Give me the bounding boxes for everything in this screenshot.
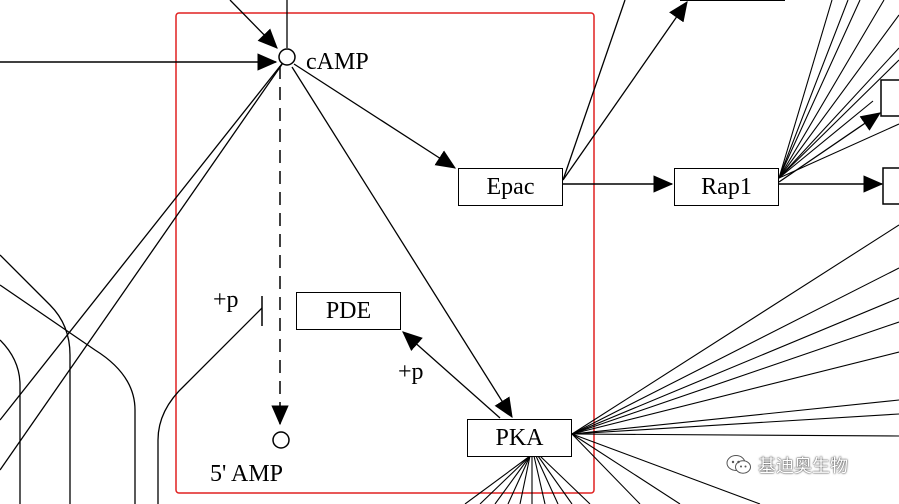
watermark: 基迪奥生物 — [726, 452, 848, 478]
watermark-text: 基迪奥生物 — [758, 456, 848, 477]
left-background-edges — [0, 59, 286, 504]
right-target-box-2[interactable] — [882, 167, 899, 205]
rap1-node[interactable]: Rap1 — [674, 168, 779, 206]
phos-label-pka: +p — [398, 359, 424, 385]
epac-node[interactable]: Epac — [458, 168, 563, 206]
edge-epac-up-arrow — [562, 0, 688, 181]
highlight-frame — [175, 12, 595, 494]
wechat-icon — [726, 454, 752, 476]
phos-label-pde: +p — [213, 287, 239, 313]
right-target-box-1[interactable] — [880, 79, 899, 117]
amp5-node[interactable] — [272, 431, 290, 449]
edge-camp-to-epac — [293, 63, 457, 169]
rap1-fan-edges — [778, 0, 899, 179]
edge-pka-to-pde — [402, 331, 501, 419]
camp-label: cAMP — [306, 49, 369, 75]
edge-epac-up — [562, 0, 626, 181]
amp5-label: 5' AMP — [210, 461, 284, 487]
edge-into-camp-diagonal — [229, 0, 278, 49]
camp-node[interactable] — [278, 48, 296, 66]
pde-node[interactable]: PDE — [296, 292, 401, 330]
pka-fan-edges — [571, 224, 899, 504]
pka-down-edges — [464, 455, 591, 504]
edge-camp-to-pka — [291, 66, 513, 419]
pka-node[interactable]: PKA — [467, 419, 572, 457]
